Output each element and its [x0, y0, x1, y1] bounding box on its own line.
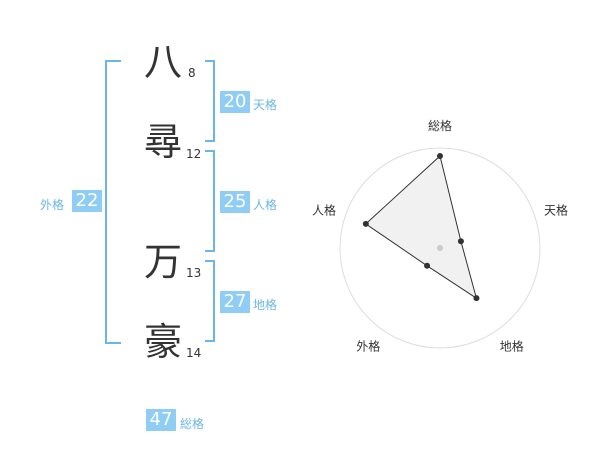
jinkaku-badge: 25 [220, 191, 250, 213]
name-char-4: 豪 [144, 320, 183, 364]
chikaku-label: 地格 [253, 298, 278, 312]
radar-point-2 [457, 238, 464, 245]
radar-data-area [364, 155, 478, 300]
radar-point-5 [362, 220, 369, 227]
chikaku-badge: 27 [220, 291, 250, 313]
name-char-3: 万 [144, 240, 183, 284]
stroke-count-2: 12 [186, 147, 202, 161]
radar-axis-label-5: 人格 [312, 202, 336, 217]
radar-axis-label-1: 総格 [428, 118, 452, 133]
jinkaku-bracket [205, 150, 215, 252]
tenkaku-badge: 20 [220, 91, 250, 113]
radar-points [362, 153, 480, 302]
soukaku-badge: 47 [146, 409, 176, 431]
radar-point-1 [437, 153, 443, 159]
name-char-2: 尋 [144, 120, 183, 164]
soukaku-label: 総格 [180, 417, 205, 431]
gaikaku-badge: 22 [72, 190, 102, 212]
stroke-count-1: 8 [188, 66, 196, 80]
radar-grid [339, 147, 541, 349]
tenkaku-label: 天格 [253, 98, 278, 112]
stroke-count-3: 13 [186, 266, 202, 280]
radar-axis-label-3: 地格 [500, 339, 524, 354]
radar-point-3 [473, 295, 480, 302]
stroke-count-4: 14 [186, 346, 202, 360]
name-char-1: 八 [144, 40, 183, 84]
jinkaku-label: 人格 [253, 198, 278, 212]
gaikaku-bracket [105, 60, 121, 344]
radar-center-dot [437, 245, 443, 251]
tenkaku-bracket [205, 60, 215, 142]
chikaku-bracket [205, 260, 215, 342]
radar-axis-label-4: 外格 [356, 339, 380, 354]
gaikaku-label: 外格 [40, 198, 65, 212]
radar-point-4 [424, 262, 431, 269]
radar-axis-label-2: 天格 [544, 202, 568, 217]
